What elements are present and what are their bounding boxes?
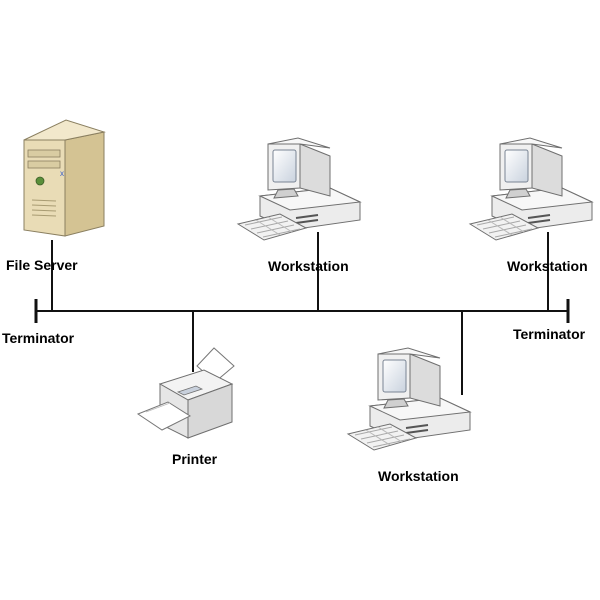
printer-icon (136, 347, 235, 439)
label-printer: Printer (172, 451, 218, 467)
svg-text:x: x (60, 169, 64, 178)
workstation-icon (347, 347, 471, 451)
label-terminator-left: Terminator (2, 330, 75, 346)
label-workstation-1: Workstation (268, 258, 349, 274)
workstation-icon (237, 137, 361, 241)
label-workstation-2: Workstation (507, 258, 588, 274)
workstation-icon (469, 137, 593, 241)
label-terminator-right: Terminator (513, 326, 586, 342)
server-icon: x (23, 119, 106, 237)
label-file-server: File Server (6, 257, 78, 273)
label-workstation-3: Workstation (378, 468, 459, 484)
